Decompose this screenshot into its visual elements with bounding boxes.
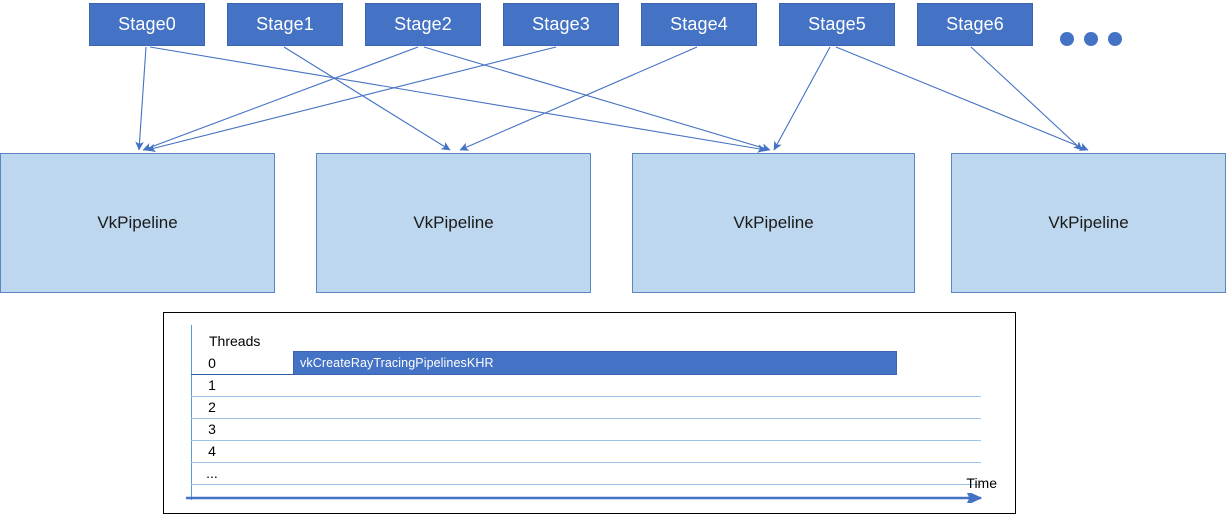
time-axis-arrow-icon — [186, 493, 983, 503]
stage-label: Stage0 — [118, 14, 176, 34]
pipeline-label: VkPipeline — [97, 213, 178, 232]
pipeline-label: VkPipeline — [733, 213, 814, 232]
pipeline-box[interactable]: VkPipeline — [632, 153, 915, 293]
ellipsis-dots-icon — [1060, 32, 1122, 46]
pipeline-box[interactable]: VkPipeline — [316, 153, 591, 293]
dot-icon — [1108, 32, 1122, 46]
connector-arrow — [149, 46, 767, 153]
connector-arrow — [835, 46, 1089, 151]
thread-row-gridline — [191, 462, 981, 463]
connector-arrow — [283, 46, 451, 151]
connector-arrow — [423, 46, 771, 152]
thread-row-gridline — [191, 396, 981, 397]
timeline-bar[interactable]: vkCreateRayTracingPipelinesKHR — [293, 351, 897, 375]
dot-icon — [1060, 32, 1074, 46]
timeline-bar-label: vkCreateRayTracingPipelinesKHR — [300, 356, 494, 370]
thread-row-label: 0 — [208, 355, 216, 371]
stage-label: Stage1 — [256, 14, 314, 34]
stage-label: Stage6 — [946, 14, 1004, 34]
stage-box[interactable]: Stage0 — [89, 3, 205, 46]
stage-label: Stage2 — [394, 14, 452, 34]
connector-arrow — [459, 46, 698, 151]
timeline-vertical-axis — [191, 325, 192, 500]
stage-box[interactable]: Stage3 — [503, 3, 619, 46]
connector-arrow — [142, 46, 419, 152]
timeline-panel: Threads 0 1 2 3 4... vkCreateRayTracingPipel… — [163, 312, 1016, 514]
thread-row-gridline — [191, 374, 321, 375]
thread-row-gridline — [191, 440, 981, 441]
stage-label: Stage5 — [808, 14, 866, 34]
connector-arrow — [773, 46, 831, 151]
stage-box[interactable]: Stage4 — [641, 3, 757, 46]
pipeline-box[interactable]: VkPipeline — [0, 153, 275, 293]
thread-row-label: 1 — [208, 377, 216, 393]
time-axis-label: Time — [966, 475, 997, 491]
connector-arrow — [135, 46, 147, 151]
stage-label: Stage3 — [532, 14, 590, 34]
thread-row-gridline — [191, 484, 981, 485]
thread-row-label: ... — [206, 465, 218, 481]
connector-arrow — [146, 46, 557, 153]
stage-box[interactable]: Stage1 — [227, 3, 343, 46]
thread-row-label: 4 — [208, 443, 216, 459]
stage-box[interactable]: Stage6 — [917, 3, 1033, 46]
pipeline-label: VkPipeline — [1048, 213, 1129, 232]
stage-box[interactable]: Stage2 — [365, 3, 481, 46]
stage-label: Stage4 — [670, 14, 728, 34]
pipeline-box[interactable]: VkPipeline — [951, 153, 1226, 293]
stage-box[interactable]: Stage5 — [779, 3, 895, 46]
thread-row-label: 3 — [208, 421, 216, 437]
threads-axis-label: Threads — [209, 333, 261, 349]
thread-row-label: 2 — [208, 399, 216, 415]
connector-arrow — [970, 46, 1083, 151]
thread-row-gridline — [191, 418, 981, 419]
pipeline-label: VkPipeline — [413, 213, 494, 232]
dot-icon — [1084, 32, 1098, 46]
